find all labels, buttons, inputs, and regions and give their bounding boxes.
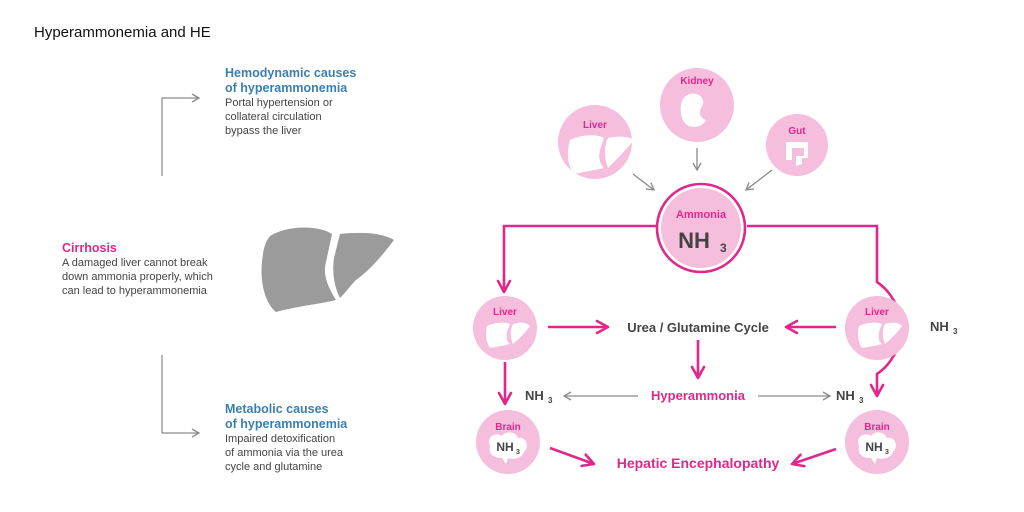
gut-label: Gut [788, 126, 806, 137]
nh3-right-sub: 3 [859, 396, 864, 405]
liver-icon [486, 322, 530, 348]
liver-source-node: Liver [558, 105, 634, 179]
urea-cycle-label: Urea / Glutamine Cycle [627, 320, 769, 335]
page-title: Hyperammonemia and HE [34, 24, 211, 41]
hemodynamic-title-1: Hemodynamic causes [225, 66, 357, 80]
cirrhosis-body-1: A damaged liver cannot break [62, 257, 208, 269]
nh3-bypass-label: NH [930, 319, 949, 334]
flow-right-brain-to-he [790, 447, 837, 468]
arrow-to-hemodynamic [161, 93, 201, 176]
flow-left-brain-to-he [549, 446, 596, 468]
brain-left-nh3-sub: 3 [516, 449, 520, 456]
brain-left-label: Brain [495, 422, 521, 433]
liver-left-label: Liver [493, 307, 517, 318]
liver-left-node: Liver [473, 296, 537, 360]
cirrhosis-block: Cirrhosis A damaged liver cannot break d… [62, 241, 213, 298]
gut-icon [786, 142, 808, 166]
arrow-gut-to-ammonia [744, 169, 773, 191]
arrow-to-metabolic [161, 355, 201, 438]
kidney-label: Kidney [680, 76, 714, 87]
metabolic-title-2: of hyperammonemia [225, 417, 348, 431]
liver-source-label: Liver [583, 120, 607, 131]
metabolic-causes: Metabolic causes of hyperammonemia Impai… [225, 402, 347, 474]
metabolic-title-1: Metabolic causes [225, 402, 329, 416]
liver-icon [567, 135, 634, 174]
hemodynamic-body-2: collateral circulation [225, 111, 322, 123]
liver-right-label: Liver [865, 307, 889, 318]
metabolic-body-1: Impaired detoxification [225, 433, 336, 445]
nh3-bypass-sub: 3 [953, 327, 958, 336]
cirrhosis-body-3: can lead to hyperammonemia [62, 285, 207, 297]
hemodynamic-body-3: bypass the liver [225, 125, 302, 137]
cirrhosis-body-2: down ammonia properly, which [62, 271, 213, 283]
metabolic-body-3: cycle and glutamine [225, 461, 323, 473]
gut-node: Gut [766, 114, 828, 176]
brain-left-node: Brain NH 3 [476, 410, 540, 474]
brain-icon [489, 432, 527, 464]
cirrhosis-title: Cirrhosis [62, 241, 117, 255]
hemodynamic-causes: Hemodynamic causes of hyperammonemia Por… [225, 66, 356, 138]
kidney-node: Kidney [660, 68, 734, 142]
hemodynamic-body-1: Portal hypertension or [225, 97, 333, 109]
arrow-liver-to-ammonia [632, 173, 656, 191]
ammonia-formula: NH [678, 228, 710, 253]
ammonia-label: Ammonia [676, 209, 727, 221]
kidney-icon [680, 93, 706, 128]
hemodynamic-title-2: of hyperammonemia [225, 81, 348, 95]
hyperammonia-label: Hyperammonia [651, 388, 746, 403]
ammonia-node: Ammonia NH 3 [655, 182, 747, 274]
liver-right-node: Liver [845, 296, 909, 360]
metabolic-body-2: of ammonia via the urea [225, 447, 344, 459]
brain-right-nh3-sub: 3 [885, 449, 889, 456]
brain-right-nh3: NH [865, 440, 882, 454]
hepatic-encephalopathy-label: Hepatic Encephalopathy [617, 455, 780, 471]
liver-icon [858, 322, 902, 348]
nh3-right-label: NH [836, 388, 855, 403]
brain-icon [858, 432, 896, 464]
brain-left-nh3: NH [496, 440, 513, 454]
brain-right-label: Brain [864, 422, 890, 433]
flow-ammonia-to-left-liver [496, 224, 656, 294]
brain-right-node: Brain NH 3 [845, 410, 909, 474]
nh3-left-label: NH [525, 388, 544, 403]
ammonia-subscript: 3 [720, 241, 727, 255]
cirrhotic-liver-icon [261, 227, 394, 312]
nh3-left-sub: 3 [548, 396, 553, 405]
